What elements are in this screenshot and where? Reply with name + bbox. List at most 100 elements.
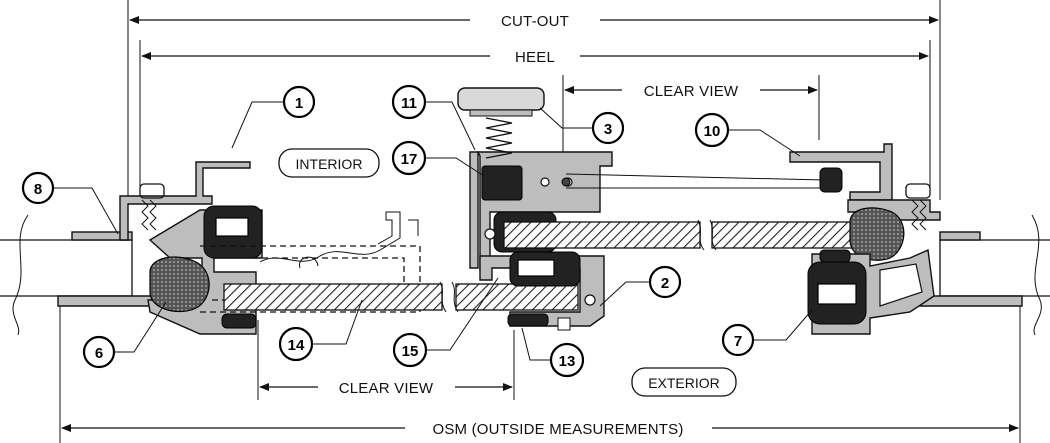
callout-2-number: 2 bbox=[661, 275, 669, 292]
exterior-glass-right bbox=[711, 221, 859, 249]
sash-hook-profile bbox=[259, 211, 401, 263]
callout-13: 13 bbox=[521, 327, 585, 378]
callout-7-leader bbox=[753, 309, 813, 341]
callout-6: 6 bbox=[82, 301, 167, 369]
callout-11-circle bbox=[391, 84, 427, 120]
callout-2-leader bbox=[599, 281, 650, 307]
callout-15-number: 15 bbox=[402, 343, 419, 360]
callout-14: 14 bbox=[278, 299, 363, 362]
left-spring-clip bbox=[141, 199, 149, 231]
wall-right-trim-top bbox=[939, 231, 981, 241]
callout-10: 10 bbox=[694, 112, 801, 157]
callout-1-circle bbox=[282, 85, 316, 119]
heel-dimension: HEEL bbox=[139, 40, 931, 190]
right-spring-clip bbox=[911, 199, 919, 231]
mullion-setting-block bbox=[557, 317, 571, 331]
callout-15: 15 bbox=[392, 277, 499, 368]
left-frame-clip-profile bbox=[119, 161, 251, 241]
left-bottom-gasket bbox=[221, 313, 257, 329]
callout-8-leader bbox=[53, 187, 119, 235]
callout-10-circle bbox=[694, 112, 730, 148]
mullion-bottom-gasket bbox=[507, 313, 549, 327]
mullion-screw-washer bbox=[469, 109, 533, 117]
mullion-top-hole bbox=[540, 177, 550, 187]
interior-glass-right bbox=[455, 283, 579, 311]
callout-13-circle bbox=[549, 342, 585, 378]
exterior-label: EXTERIOR bbox=[648, 375, 720, 391]
callout-15-circle bbox=[392, 332, 428, 368]
callout-7-circle bbox=[721, 323, 755, 357]
callout-10-leader bbox=[728, 129, 801, 157]
interior-glass-break-right bbox=[451, 281, 459, 313]
left-clip-cap bbox=[139, 183, 165, 199]
right-spring-clip-2 bbox=[919, 199, 927, 231]
callout-2: 2 bbox=[599, 265, 682, 307]
callout-11-number: 11 bbox=[401, 95, 417, 112]
mullion-spring bbox=[485, 117, 513, 159]
cut-out-dimension: CUT-OUT bbox=[127, 0, 941, 200]
callout-1: 1 bbox=[231, 85, 316, 149]
mullion-vertical-bar bbox=[469, 151, 479, 269]
left-foam-gasket bbox=[149, 256, 210, 313]
right-frame-assembly bbox=[789, 143, 941, 335]
exterior-glass-break-right bbox=[709, 219, 717, 251]
callout-14-number: 14 bbox=[288, 337, 305, 354]
callout-8: 8 bbox=[21, 171, 119, 235]
callout-7: 7 bbox=[721, 309, 813, 357]
interior-glass-pane bbox=[223, 281, 579, 313]
callout-3-leader bbox=[539, 107, 593, 129]
callout-17-circle bbox=[391, 140, 427, 176]
callout-6-number: 6 bbox=[95, 345, 103, 362]
right-main-gasket-slot bbox=[817, 283, 857, 305]
mullion-lower-frame bbox=[479, 255, 605, 327]
wall-left bbox=[0, 214, 211, 336]
exterior-glass-left bbox=[503, 221, 701, 249]
callout-14-leader bbox=[312, 299, 363, 345]
callout-1-leader bbox=[231, 101, 284, 149]
callout-3-number: 3 bbox=[604, 121, 612, 138]
mullion-screw-port bbox=[484, 228, 496, 240]
heel-label: HEEL bbox=[515, 49, 555, 66]
left-top-gasket-slot bbox=[215, 217, 249, 237]
callout-10-number: 10 bbox=[704, 123, 721, 140]
mullion-block bbox=[481, 165, 523, 201]
mullion-drain-hole bbox=[584, 294, 596, 306]
interior-tag: INTERIOR bbox=[278, 148, 380, 178]
clear-view-bottom-dimension: CLEAR VIEW bbox=[257, 320, 515, 400]
sash-hook-curl bbox=[299, 256, 319, 269]
clear-view-top-label: CLEAR VIEW bbox=[644, 83, 739, 100]
callout-17: 17 bbox=[391, 140, 485, 177]
callout-11-leader bbox=[425, 101, 476, 151]
exterior-tag-frame bbox=[631, 367, 737, 397]
callout-15-leader bbox=[426, 277, 499, 351]
callout-2-circle bbox=[648, 265, 682, 299]
exterior-glass-break-left bbox=[697, 219, 705, 251]
wall-left-trim-top bbox=[71, 231, 133, 241]
callout-6-circle bbox=[82, 335, 116, 369]
sash-hook-tab bbox=[408, 219, 419, 236]
screen-spline-left bbox=[561, 177, 571, 187]
interior-label: INTERIOR bbox=[296, 156, 363, 172]
osm-label: OSM (OUTSIDE MEASUREMENTS) bbox=[432, 421, 683, 438]
right-frame-cavity bbox=[879, 263, 923, 307]
interior-glass-left bbox=[223, 283, 443, 311]
osm-dimension: OSM (OUTSIDE MEASUREMENTS) bbox=[59, 300, 1021, 443]
callout-1-number: 1 bbox=[295, 95, 303, 112]
callout-13-leader bbox=[521, 327, 551, 361]
callout-11: 11 bbox=[391, 84, 476, 151]
exterior-tag: EXTERIOR bbox=[631, 367, 737, 397]
screen-line-top bbox=[565, 173, 825, 181]
interior-glass-break-left bbox=[439, 281, 447, 313]
wall-right-body bbox=[939, 239, 1050, 297]
right-top-clip-gasket bbox=[819, 167, 843, 193]
callout-3: 3 bbox=[539, 107, 625, 145]
callout-14-circle bbox=[278, 326, 314, 362]
wall-left-break bbox=[12, 214, 29, 336]
callout-7-number: 7 bbox=[734, 333, 742, 350]
callout-6-leader bbox=[114, 301, 167, 353]
left-spring-clip-2 bbox=[149, 199, 157, 231]
right-clip-cap bbox=[905, 183, 931, 199]
interior-tag-frame bbox=[278, 148, 380, 178]
